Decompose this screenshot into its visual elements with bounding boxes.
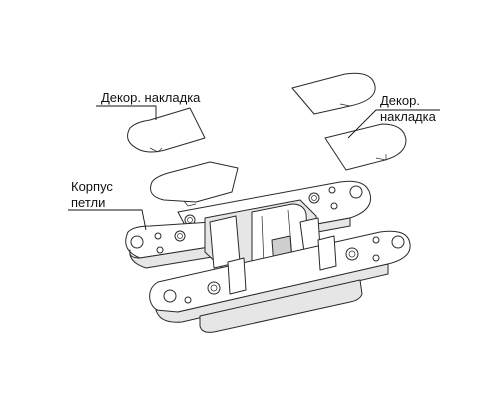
label-decor-plate-right-line2: накладка [380,109,436,124]
label-hinge-body-line2: петли [71,195,106,210]
decor-plate-top-left [127,107,206,153]
label-decor-plate-left: Декор. накладка [101,90,201,105]
leader-lines [68,105,440,231]
label-decor-plate-right-line1: Декор. [380,93,420,108]
leader-decor-right [347,109,440,139]
decor-plate-top-right [291,72,376,115]
decor-plate-left [150,161,239,207]
decor-plate-right [324,123,407,171]
hinge-leaf-front [149,230,411,333]
hinge-pivot-mechanism [204,199,321,271]
hinge-leaf-left [125,221,219,269]
leader-body [68,209,147,231]
leader-decor-left [96,105,157,120]
label-hinge-body-line1: Корпус [71,179,113,194]
